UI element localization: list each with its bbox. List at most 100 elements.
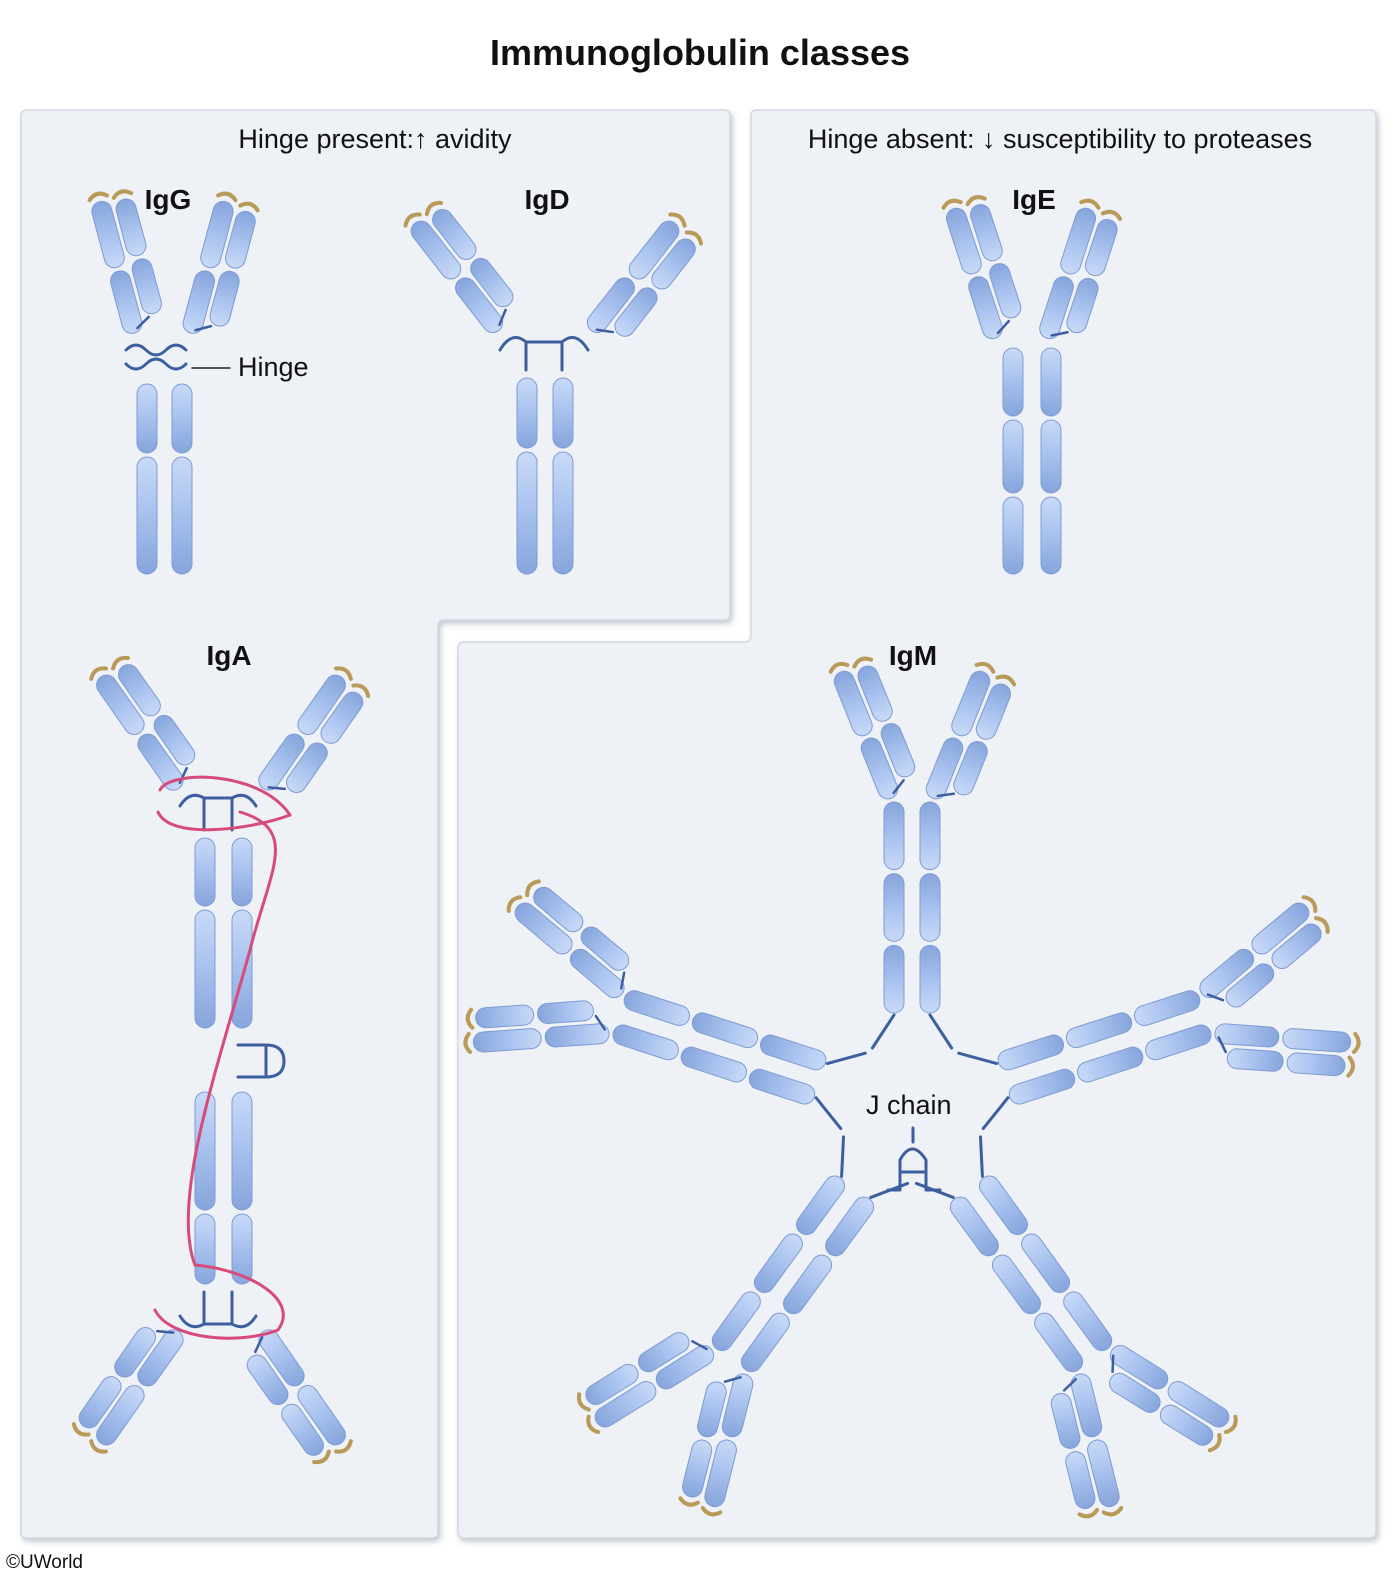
igm-unit-5-linker — [825, 1051, 867, 1066]
antigen-binding-tip — [334, 666, 353, 681]
copyright: ©UWorld — [6, 1552, 83, 1573]
igd-fab-left-heavy — [410, 220, 462, 280]
iga-bottom-fab-left-light — [78, 1376, 122, 1429]
igm-unit-2-fab-left-light — [1225, 963, 1275, 1008]
antigen-binding-tip — [941, 198, 963, 210]
iga-bottom-hinge — [178, 1290, 258, 1329]
iga-label: IgA — [206, 640, 252, 671]
igm-unit-5-fc-left — [748, 1068, 816, 1105]
antigen-binding-tip — [1101, 1506, 1124, 1517]
igm-unit-4-fc-right — [796, 1175, 846, 1236]
igm-unit-3-fab-right-heavy — [1070, 1373, 1103, 1438]
antigen-binding-tip — [684, 230, 703, 246]
igd-fab-left-light — [470, 257, 514, 308]
igm-unit-2-fab-left-light — [1271, 923, 1322, 969]
antigen-binding-tip — [1351, 1031, 1361, 1054]
igm-unit-5-fab-left-bond — [594, 1014, 607, 1031]
ige-fab-left-bond — [996, 319, 1011, 335]
igd-fab-left-bond — [498, 308, 507, 327]
igm-unit-1-fab-right-heavy — [951, 670, 991, 737]
iga-bottom-fab-right-bond — [254, 1335, 264, 1354]
igm-unit-3-fab-right-bond — [1062, 1377, 1078, 1392]
igm-unit-3-fc-right — [1034, 1312, 1084, 1373]
igd-label: IgD — [524, 184, 570, 215]
ige-fc-left — [1002, 347, 1024, 417]
iga-top-fc-left — [194, 909, 216, 1029]
igm-unit-5-fab-left-heavy — [472, 1028, 542, 1053]
igd-fc-left — [516, 451, 538, 575]
antigen-binding-tip — [852, 656, 874, 669]
igm-unit-1-linker — [870, 1013, 896, 1050]
igm-unit-2-fc-right — [1008, 1068, 1076, 1105]
ige-fc-right — [1040, 419, 1062, 494]
antigen-binding-tip — [1079, 198, 1101, 210]
ige-fc-right — [1040, 347, 1062, 417]
antigen-binding-tip — [700, 1506, 723, 1517]
igm-unit-4-fc-left — [825, 1196, 875, 1257]
igm-unit-1-fab-left-heavy — [860, 737, 899, 800]
antigen-binding-tip — [995, 674, 1017, 687]
ige-fab-left-heavy — [968, 276, 1003, 340]
igm-unit-1-fab-right-light — [975, 683, 1012, 740]
antigen-binding-tip — [1301, 895, 1318, 913]
igm-unit-5-fab-right-light — [580, 926, 630, 971]
igm-unit-1-fab-left-bond — [892, 779, 905, 795]
igm-unit-4-fab-left-light — [697, 1381, 727, 1438]
igg-fab-right-light — [209, 270, 240, 327]
iga-top-fab-left-light — [153, 714, 196, 766]
igm-unit-1-fc-right — [919, 944, 941, 1014]
igg-fab-right-light — [224, 210, 256, 269]
igm-unit-2-fab-right-light — [1286, 1052, 1346, 1077]
igm-unit-4-fab-right-heavy — [594, 1381, 657, 1428]
igm-unit-2-fc-left — [1065, 1012, 1133, 1049]
ige-fab-right-bond — [1050, 330, 1069, 337]
igm-unit-3-fc-right — [991, 1254, 1041, 1315]
igm-unit-1-fc-right — [919, 873, 941, 942]
igm-unit-1-fc-left — [883, 801, 905, 871]
igm-unit-1-fab-right-bond — [936, 792, 955, 798]
igm-unit-2-fab-right-bond — [1217, 1036, 1227, 1054]
igd-fab-right-heavy — [628, 220, 680, 280]
igm-unit-4-fc-left — [740, 1312, 790, 1373]
antigen-binding-tip — [1207, 1433, 1222, 1453]
igm-unit-3-fc-left — [978, 1175, 1028, 1236]
igm-unit-4-fab-right-light — [585, 1363, 639, 1406]
antigen-binding-tip — [506, 895, 523, 913]
ige-fab-left-light — [989, 263, 1022, 319]
antigen-binding-tip — [216, 191, 238, 203]
igm-unit-2-fab-right-light — [1226, 1048, 1284, 1072]
right-panel-heading: Hinge absent: ↓ susceptibility to protea… — [807, 124, 1313, 154]
igg-hinge — [124, 343, 188, 371]
ige-fc-left — [1002, 419, 1024, 494]
igm-unit-2-fab-left-bond — [1206, 993, 1225, 1002]
igd-fc-left — [516, 377, 538, 449]
igm-unit-2-fab-right-heavy — [1214, 1023, 1280, 1048]
igg-fab-left-light — [115, 198, 147, 257]
igm-unit-1-fc-left — [883, 944, 905, 1014]
iga-bottom-fc-right — [231, 1213, 253, 1285]
igm-unit-3-fab-left-heavy — [1109, 1345, 1169, 1390]
antigen-binding-tip — [974, 661, 996, 674]
igm-unit-1-fab-right-heavy — [925, 737, 964, 800]
igm-unit-2-linker — [957, 1051, 999, 1066]
iga-bottom-fab-right-heavy — [297, 1385, 346, 1446]
igm-unit-4-fc-left — [783, 1254, 833, 1315]
igm-unit-3-fab-right-light — [1050, 1392, 1081, 1449]
antigen-binding-tip — [586, 1414, 601, 1435]
igg-fab-right-bond — [194, 324, 213, 332]
iga-bottom-fab-right-light — [246, 1354, 289, 1406]
iga-bottom-fab-left-bond — [155, 1329, 175, 1334]
iga-j-chain — [236, 1043, 286, 1079]
iga-bottom-fc-left — [194, 1213, 216, 1285]
igm-unit-2-fc-left — [1134, 990, 1201, 1027]
ige-fc-right — [1040, 496, 1062, 575]
igm-unit-1-fc-right — [919, 801, 941, 871]
igm-unit-4-fab-left-bond — [723, 1376, 742, 1383]
igm-unit-2-fab-left-heavy — [1199, 948, 1255, 999]
ige-label: IgE — [1012, 184, 1056, 215]
igd-fab-right-bond — [595, 328, 615, 334]
ige-fab-left-heavy — [945, 207, 982, 275]
iga-top-fab-left-light — [118, 664, 161, 717]
igm-unit-3-fab-left-heavy — [1167, 1381, 1230, 1428]
igm-unit-4-linker — [840, 1135, 846, 1178]
